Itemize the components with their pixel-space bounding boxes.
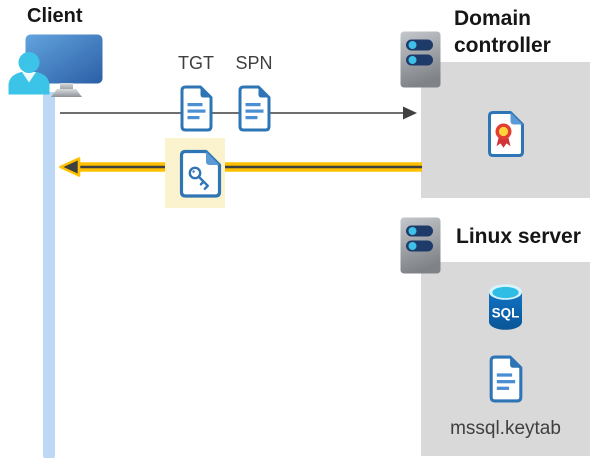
reply-arrow-icon <box>59 157 422 177</box>
keytab-filename-label: mssql.keytab <box>450 418 561 439</box>
key-document-icon <box>179 149 222 198</box>
keytab-document-icon <box>489 355 523 403</box>
domain-controller-title: Domain controller <box>454 7 551 57</box>
client-title: Client <box>27 5 83 27</box>
spn-document-icon <box>238 85 271 132</box>
server-icon <box>400 217 441 274</box>
tgt-document-icon <box>180 85 213 132</box>
tgt-label: TGT <box>178 53 214 73</box>
client-lifeline <box>43 92 55 458</box>
linux-server-title: Linux server <box>456 225 581 248</box>
sql-database-icon: SQL <box>489 284 522 330</box>
certificate-icon <box>488 111 524 157</box>
sql-label: SQL <box>492 306 520 321</box>
user-monitor-icon <box>8 34 103 97</box>
request-arrow-icon <box>60 106 417 120</box>
server-icon <box>400 31 441 88</box>
spn-label: SPN <box>235 53 273 73</box>
